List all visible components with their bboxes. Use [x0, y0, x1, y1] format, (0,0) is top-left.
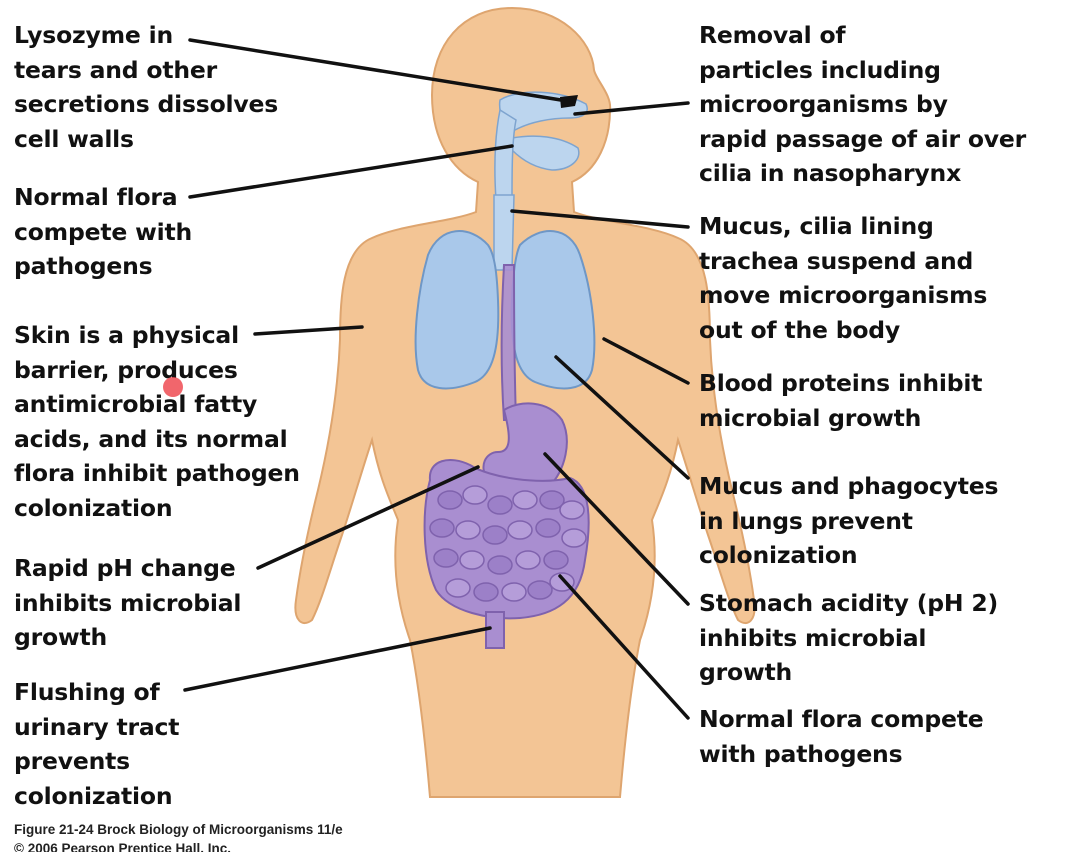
line-trachea	[510, 209, 690, 229]
line-normal-flora-upper	[188, 144, 514, 199]
intestine-coil	[535, 518, 561, 538]
line-stomach	[543, 452, 690, 606]
intestine-coil	[487, 555, 513, 575]
intestine-coil	[527, 580, 553, 600]
intestine-coil	[462, 485, 488, 505]
esophagus	[500, 264, 518, 421]
intestine-coil	[539, 490, 565, 510]
line-ph-change	[256, 465, 480, 570]
line-nasopharynx	[573, 101, 690, 116]
intestine-coil	[455, 520, 481, 540]
intestine-coil	[512, 490, 538, 510]
intestine-coil	[429, 518, 455, 538]
caption-line-2: © 2006 Pearson Prentice Hall, Inc.	[14, 841, 232, 856]
intestine-coil	[559, 500, 585, 520]
figure-caption: Figure 21-24 Brock Biology of Microorgan…	[14, 820, 343, 858]
intestine-coil	[473, 582, 499, 602]
intestine-coil	[507, 520, 533, 540]
intestine-coil	[482, 525, 508, 545]
intestine-coil	[543, 550, 569, 570]
line-normal-flora-lower	[558, 574, 690, 720]
trachea	[493, 194, 515, 271]
intestine-coil	[487, 495, 513, 515]
intestine-coil	[433, 548, 459, 568]
left-lung	[414, 230, 500, 390]
line-blood	[602, 337, 690, 385]
intestine-coil	[561, 528, 587, 548]
intestine-coil	[445, 578, 471, 598]
line-lysozyme	[188, 38, 569, 103]
cursor-indicator	[163, 377, 183, 397]
line-skin	[253, 325, 364, 336]
line-lungs	[554, 355, 690, 480]
intestine-coils	[429, 485, 587, 602]
intestine-coil	[515, 550, 541, 570]
rectum	[485, 611, 505, 649]
caption-line-1: Figure 21-24 Brock Biology of Microorgan…	[14, 822, 343, 837]
label-stomach: Stomach acidity (pH 2)inhibits microbial…	[699, 589, 999, 686]
intestine-coil	[437, 490, 463, 510]
intestine-coil	[459, 550, 485, 570]
oral-cavity	[511, 135, 580, 171]
leader-lines	[183, 38, 690, 720]
arrow-tip-lysozyme	[560, 95, 578, 108]
respiratory-tract	[493, 91, 588, 271]
line-urinary	[183, 626, 492, 692]
intestine-coil	[501, 582, 527, 602]
